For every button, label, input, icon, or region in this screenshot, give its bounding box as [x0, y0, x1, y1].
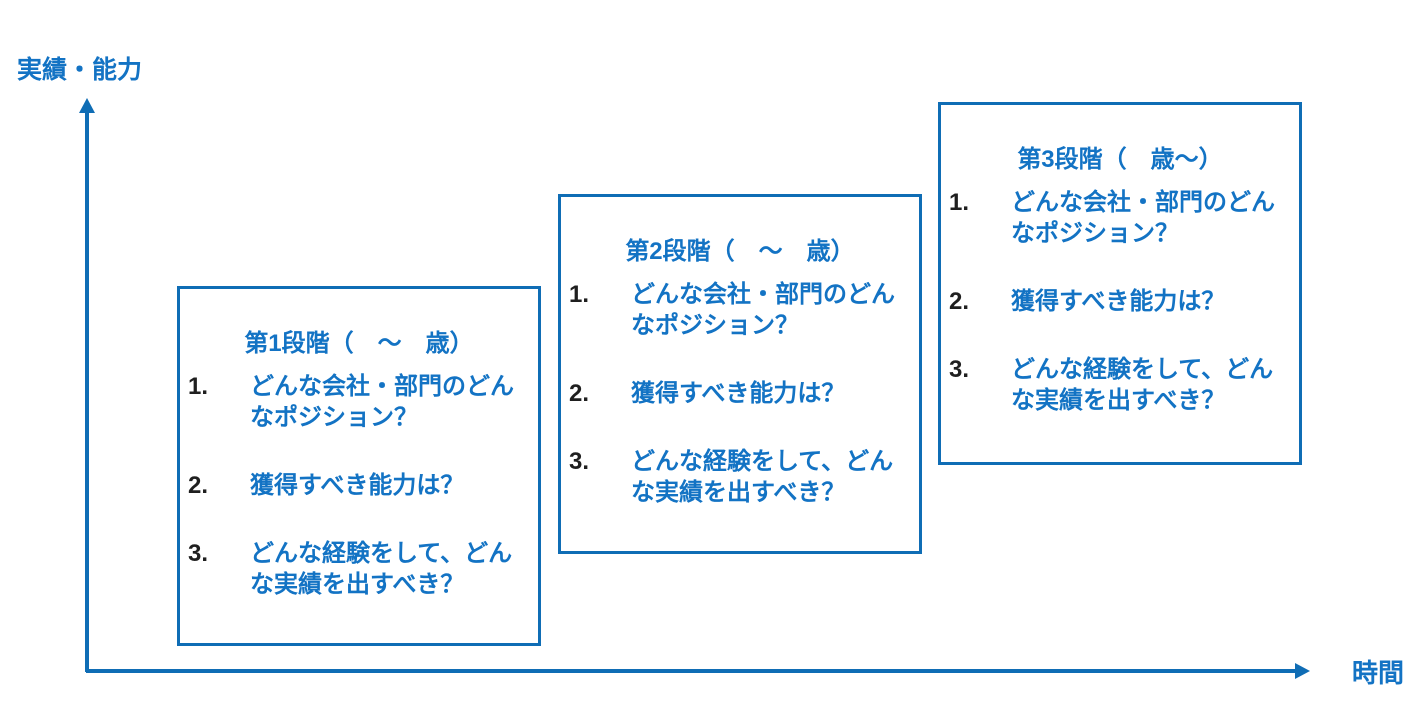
- stage-2-title: 第2段階（ ～ 歳）: [625, 238, 855, 265]
- item-text: どんな会社・部門のどんなポジション？: [1011, 189, 1275, 247]
- item-number: 1.: [188, 373, 209, 400]
- x-axis-arrowhead-icon: [1295, 663, 1310, 679]
- y-axis-line: [85, 111, 89, 672]
- item-number: 3.: [569, 448, 590, 475]
- item-text: どんな会社・部門のどんなポジション？: [631, 281, 895, 339]
- item-number: 1.: [949, 189, 970, 216]
- stage-1-list: 1. どんな会社・部門のどんなポジション？ 2. 獲得すべき能力は？ 3. どん…: [180, 371, 538, 600]
- list-item: 3. どんな経験をして、どんな実績を出すべき？: [188, 538, 524, 600]
- stage-1-box: 第1段階（ ～ 歳） 1. どんな会社・部門のどんなポジション？ 2. 獲得すべ…: [177, 286, 541, 646]
- item-number: 2.: [188, 472, 209, 499]
- stage-2-list: 1. どんな会社・部門のどんなポジション？ 2. 獲得すべき能力は？ 3. どん…: [561, 279, 919, 508]
- list-item: 2. 獲得すべき能力は？: [949, 286, 1285, 317]
- stage-1-title: 第1段階（ ～ 歳）: [244, 330, 474, 357]
- y-axis-arrowhead-icon: [79, 98, 95, 113]
- list-item: 1. どんな会社・部門のどんなポジション？: [949, 187, 1285, 249]
- item-text: どんな会社・部門のどんなポジション？: [250, 373, 514, 431]
- stage-2-box: 第2段階（ ～ 歳） 1. どんな会社・部門のどんなポジション？ 2. 獲得すべ…: [558, 194, 922, 554]
- item-text: 獲得すべき能力は？: [1011, 288, 1226, 315]
- stage-3-list: 1. どんな会社・部門のどんなポジション？ 2. 獲得すべき能力は？ 3. どん…: [941, 187, 1299, 416]
- x-axis-line: [86, 669, 1297, 673]
- stage-3-box: 第3段階（ 歳～） 1. どんな会社・部門のどんなポジション？ 2. 獲得すべき…: [938, 102, 1302, 465]
- list-item: 3. どんな経験をして、どんな実績を出すべき？: [569, 446, 905, 508]
- stage-3-title: 第3段階（ 歳～）: [1017, 146, 1223, 173]
- list-item: 3. どんな経験をして、どんな実績を出すべき？: [949, 354, 1285, 416]
- item-text: どんな経験をして、どんな実績を出すべき？: [250, 540, 513, 598]
- item-text: 獲得すべき能力は？: [250, 472, 465, 499]
- item-number: 1.: [569, 281, 590, 308]
- item-number: 2.: [569, 380, 590, 407]
- list-item: 1. どんな会社・部門のどんなポジション？: [188, 371, 524, 433]
- list-item: 2. 獲得すべき能力は？: [188, 470, 524, 501]
- item-text: どんな経験をして、どんな実績を出すべき？: [1011, 356, 1274, 414]
- list-item: 2. 獲得すべき能力は？: [569, 378, 905, 409]
- item-number: 2.: [949, 288, 970, 315]
- list-item: 1. どんな会社・部門のどんなポジション？: [569, 279, 905, 341]
- item-text: 獲得すべき能力は？: [631, 380, 846, 407]
- y-axis-label: 実績・能力: [17, 56, 143, 84]
- item-text: どんな経験をして、どんな実績を出すべき？: [631, 448, 894, 506]
- item-number: 3.: [949, 356, 970, 383]
- item-number: 3.: [188, 540, 209, 567]
- x-axis-label: 時間: [1352, 658, 1405, 688]
